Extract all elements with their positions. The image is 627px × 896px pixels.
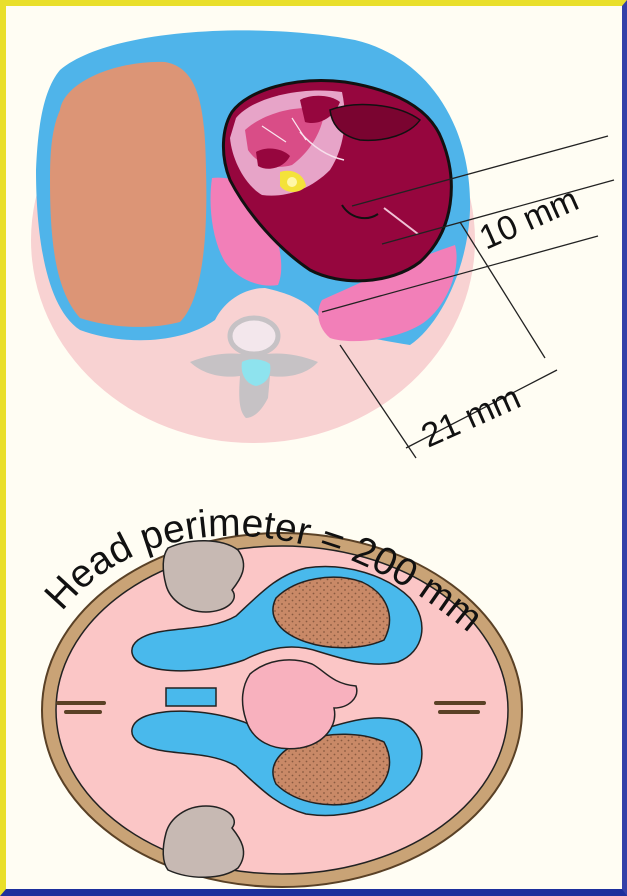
liver (50, 62, 206, 327)
measure-label-21mm: 21 mm (416, 378, 526, 455)
gray-matter-top (163, 541, 243, 612)
measure-label-10mm: 10 mm (474, 180, 584, 257)
gray-matter-bottom (163, 806, 243, 877)
ultrasound-diagram: 10 mm 21 mm Head perimeter = 200 mm (6, 6, 622, 889)
cavum-septum (166, 688, 216, 706)
